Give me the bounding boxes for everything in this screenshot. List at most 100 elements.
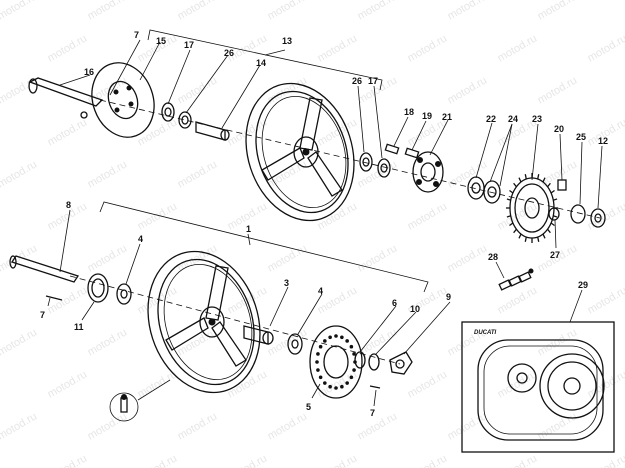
watermark-text: motod.ru bbox=[266, 0, 310, 23]
disc-hole bbox=[349, 344, 354, 349]
watermark-text: motod.ru bbox=[586, 284, 625, 316]
rear-bearing-left bbox=[161, 102, 175, 122]
callout-21: 21 bbox=[442, 112, 452, 122]
watermark-text: motod.ru bbox=[446, 0, 490, 23]
watermark-text: motod.ru bbox=[176, 74, 220, 106]
sprocket-tooth bbox=[513, 228, 517, 234]
rear-disc-bolt bbox=[80, 111, 88, 119]
watermark-text: motod.ru bbox=[0, 242, 39, 274]
watermark-text: motod.ru bbox=[176, 0, 220, 23]
leader-lines bbox=[47, 39, 603, 407]
watermark-text: motod.ru bbox=[356, 410, 400, 442]
disc-hole bbox=[323, 381, 327, 385]
callout-4-right: 4 bbox=[318, 286, 323, 296]
disc-hole bbox=[345, 339, 349, 343]
disc-hole bbox=[349, 375, 354, 380]
front-axis-line bbox=[69, 275, 401, 365]
rear-wheel-group bbox=[28, 29, 606, 291]
disc-hole bbox=[352, 352, 356, 356]
watermark-text: motod.ru bbox=[496, 368, 540, 400]
sprocket-tooth bbox=[537, 236, 540, 242]
callout-14: 14 bbox=[256, 58, 266, 68]
disc-hole bbox=[328, 384, 332, 389]
callout-19: 19 bbox=[422, 111, 432, 121]
disc-hole bbox=[352, 368, 356, 372]
sprocket-tooth bbox=[518, 177, 522, 183]
sprocket-tooth bbox=[509, 189, 514, 194]
callout-7-bottom: 7 bbox=[370, 408, 375, 418]
watermark-text: motod.ru bbox=[446, 158, 490, 190]
callout-1: 1 bbox=[246, 224, 251, 234]
disc-hole bbox=[323, 339, 327, 343]
washer-25 bbox=[570, 204, 586, 224]
front-spacer-tube bbox=[243, 325, 274, 345]
watermark-text: motod.ru bbox=[176, 158, 220, 190]
callout-7-left: 7 bbox=[40, 310, 45, 320]
callout-16: 16 bbox=[84, 67, 94, 77]
disc-hole bbox=[318, 344, 323, 349]
watermark-text: motod.ru bbox=[46, 32, 90, 64]
front-brake-disc bbox=[309, 325, 363, 399]
watermark-text: motod.ru bbox=[356, 158, 400, 190]
watermark-text: motod.ru bbox=[0, 158, 39, 190]
cush-drive-hub bbox=[412, 151, 444, 193]
callout-18: 18 bbox=[404, 107, 414, 117]
front-bearing-left bbox=[116, 283, 132, 305]
sprocket-tooth bbox=[547, 228, 551, 234]
front-bolt-7b bbox=[369, 385, 381, 389]
speedo-drive-9 bbox=[389, 351, 413, 375]
disc-hole bbox=[315, 360, 319, 364]
callout-28: 28 bbox=[488, 252, 498, 262]
axle-nut-12 bbox=[590, 208, 606, 228]
valve-stem bbox=[109, 392, 139, 422]
front-seal-10 bbox=[368, 353, 380, 371]
callout-27: 27 bbox=[550, 250, 560, 260]
callout-5: 5 bbox=[306, 402, 311, 412]
sprocket-bearing-24 bbox=[483, 180, 501, 204]
watermark-text: motod.ru bbox=[136, 452, 180, 468]
watermark-text: motod.ru bbox=[406, 200, 450, 232]
disc-hole bbox=[316, 368, 320, 372]
leader-13 bbox=[264, 49, 286, 56]
sprocket-tooth bbox=[547, 182, 551, 188]
watermark-text: motod.ru bbox=[496, 452, 540, 468]
chain-link bbox=[498, 268, 534, 291]
watermark-text: motod.ru bbox=[86, 410, 130, 442]
watermark-text: motod.ru bbox=[446, 242, 490, 274]
front-wheel-rim bbox=[147, 250, 261, 394]
rear-spacer-tube bbox=[195, 121, 230, 141]
watermark-text: motod.ru bbox=[226, 452, 270, 468]
sprocket-tooth bbox=[542, 177, 546, 183]
front-bolt-7 bbox=[45, 295, 63, 301]
sprocket-tooth bbox=[542, 233, 546, 239]
sprocket-tooth bbox=[524, 236, 527, 242]
disc-hole bbox=[334, 334, 338, 338]
callout-26-left: 26 bbox=[224, 48, 234, 58]
callout-11: 11 bbox=[74, 322, 84, 332]
watermark-text: motod.ru bbox=[496, 32, 540, 64]
sprocket-tooth bbox=[553, 215, 558, 218]
callout-26-right: 26 bbox=[352, 76, 362, 86]
watermark-text: motod.ru bbox=[446, 74, 490, 106]
sprocket-tooth bbox=[518, 233, 522, 239]
callout-29: 29 bbox=[578, 280, 588, 290]
watermark-text: motod.ru bbox=[496, 200, 540, 232]
disc-hole bbox=[340, 335, 344, 340]
sprocket-nut-20 bbox=[557, 179, 567, 191]
watermark-text: motod.ru bbox=[266, 158, 310, 190]
watermark-text: motod.ru bbox=[316, 32, 360, 64]
disc-hole bbox=[345, 381, 349, 385]
sprocket-tooth bbox=[506, 198, 511, 201]
watermark-text: motod.ru bbox=[226, 368, 270, 400]
callout-25: 25 bbox=[576, 132, 586, 142]
watermark-text: motod.ru bbox=[586, 32, 625, 64]
watermark-text: motod.ru bbox=[266, 410, 310, 442]
watermark-text: motod.ru bbox=[586, 368, 625, 400]
watermark-text: motod.ru bbox=[86, 0, 130, 23]
washer-27 bbox=[548, 207, 560, 221]
callout-9: 9 bbox=[446, 292, 451, 302]
callout-24: 24 bbox=[508, 114, 518, 124]
watermark-text: motod.ru bbox=[586, 452, 625, 468]
sprocket-tooth bbox=[550, 189, 555, 194]
